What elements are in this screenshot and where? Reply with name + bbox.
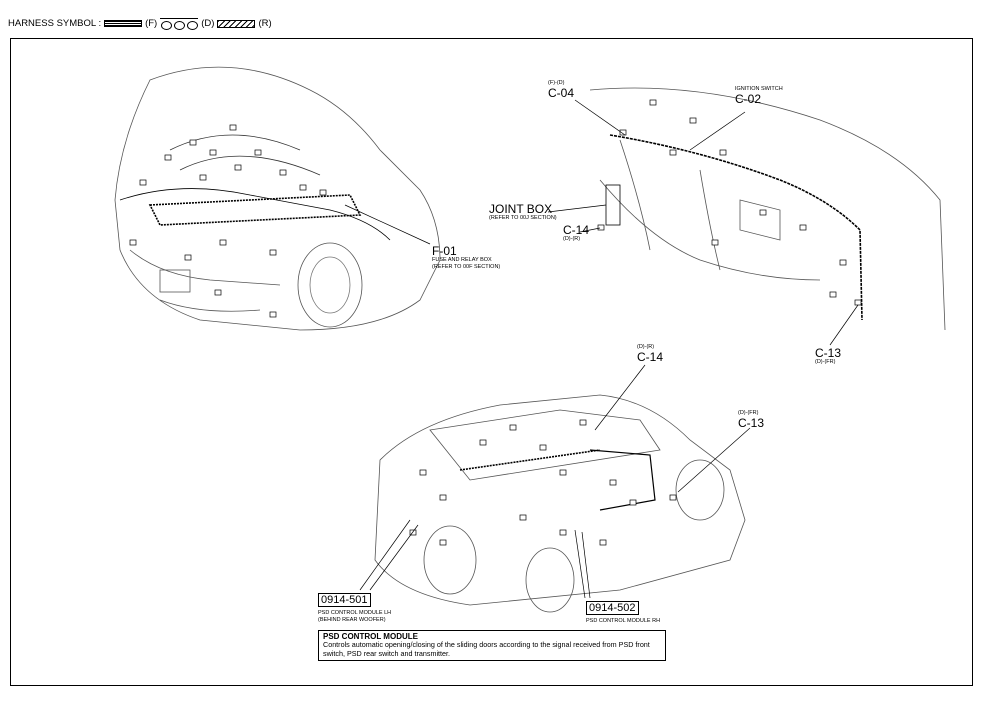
joint-box-title: JOINT BOX (489, 202, 553, 216)
psd-module-note: PSD CONTROL MODULE Controls automatic op… (318, 630, 666, 662)
legend-prefix: HARNESS SYMBOL : (8, 18, 102, 29)
c13-mid-code: C-13 (738, 415, 765, 430)
c14-top-code: C-14 (563, 223, 590, 237)
front-harness-symbol (104, 20, 143, 27)
f01-code: F-01 (432, 244, 457, 258)
harness-symbol-legend: HARNESS SYMBOL : (F) (D) (R) (8, 18, 272, 30)
rear-harness-symbol (217, 19, 256, 28)
c14-top-callout: C-14 (D)-(R) (563, 224, 589, 243)
c13-right-code: C-13 (815, 346, 842, 360)
module-501-callout: 0914-501 PSD CONTROL MODULE LH (BEHIND R… (318, 590, 391, 623)
dashboard-illustration (589, 87, 946, 331)
joint-box-callout: JOINT BOX (REFER TO 00J SECTION) (489, 203, 557, 222)
diagram-frame (10, 38, 973, 686)
c14-mid-code: C-14 (637, 349, 664, 364)
module-501-sub2: (BEHIND REAR WOOFER) (318, 616, 386, 623)
c13-mid-sub: (D)-(FR) (738, 410, 759, 416)
f01-sub1: FUSE AND RELAY BOX (432, 257, 492, 263)
module-501-code: 0914-501 (318, 593, 371, 607)
c14-top-sub: (D)-(R) (563, 236, 581, 242)
legend-code-d: (D) (201, 18, 215, 29)
module-502-code: 0914-502 (586, 601, 639, 615)
leader-lines (344, 99, 859, 599)
c14-mid-sub: (D)-(R) (637, 344, 655, 350)
f01-sub2: (REFER TO 00F SECTION) (432, 263, 501, 270)
c04-sub: (F)-(D) (548, 80, 565, 86)
c04-callout: (F)-(D) C-04 (548, 80, 574, 99)
c02-callout: IGNITION SWITCH C-02 (735, 86, 783, 105)
dash-harness-symbol (160, 18, 199, 30)
c13-mid-callout: (D)-(FR) C-13 (738, 410, 764, 429)
vehicle-body-illustration (374, 394, 746, 613)
c13-right-sub: (D)-(FR) (815, 359, 836, 365)
joint-box-sub: (REFER TO 00J SECTION) (489, 215, 557, 221)
legend-code-r: (R) (258, 18, 272, 29)
f01-callout: F-01 FUSE AND RELAY BOX (REFER TO 00F SE… (432, 245, 500, 270)
note-title: PSD CONTROL MODULE (323, 632, 418, 641)
module-502-callout: 0914-502 PSD CONTROL MODULE RH (586, 598, 660, 625)
note-body: Controls automatic opening/closing of th… (323, 640, 650, 658)
c02-sub: IGNITION SWITCH (735, 86, 783, 92)
engine-bay-illustration (114, 66, 441, 331)
legend-code-f: (F) (145, 18, 158, 29)
module-502-sub1: PSD CONTROL MODULE RH (586, 618, 661, 624)
c02-code: C-02 (735, 91, 762, 106)
c13-right-callout: C-13 (D)-(FR) (815, 347, 841, 366)
c04-code: C-04 (548, 85, 575, 100)
c14-mid-callout: (D)-(R) C-14 (637, 344, 663, 363)
module-501-sub1: PSD CONTROL MODULE LH (318, 610, 392, 616)
